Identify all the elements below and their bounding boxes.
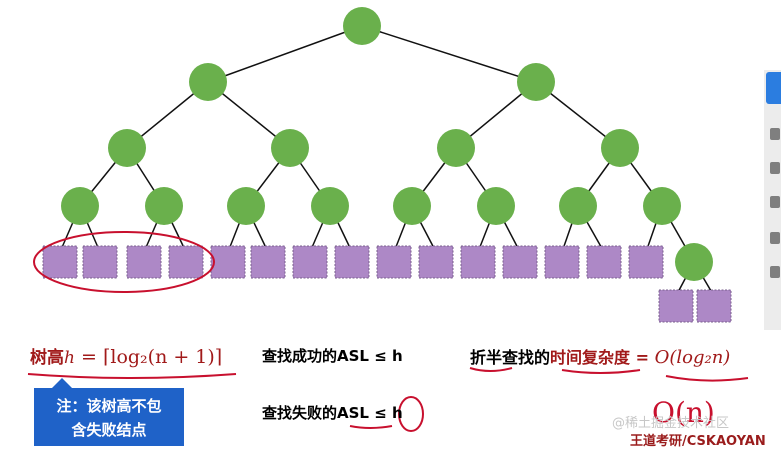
internal-node <box>559 187 597 225</box>
internal-node <box>437 129 475 167</box>
side-toolbar-active-button[interactable] <box>766 72 781 104</box>
failure-node <box>126 245 162 279</box>
failure-node <box>658 289 694 323</box>
tree-height-formula: 树高h = ⌈log₂(n + 1)⌉ <box>30 343 222 368</box>
failure-node <box>696 289 732 323</box>
underline-height <box>27 373 237 379</box>
site-watermark: @稀土掘金技术社区 <box>612 416 730 431</box>
brand-watermark: 王道考研/CSKAOYAN <box>630 434 766 449</box>
internal-node <box>643 187 681 225</box>
note-pointer <box>52 378 72 388</box>
failure-node <box>544 245 580 279</box>
underline-binary-search <box>469 367 513 372</box>
internal-node <box>108 129 146 167</box>
complexity-prefix: 折半查找的 <box>470 348 551 367</box>
internal-node <box>477 187 515 225</box>
internal-node <box>271 129 309 167</box>
failure-node <box>418 245 454 279</box>
height-note: 注：该树高不包 含失败结点 <box>34 388 184 446</box>
internal-node <box>311 187 349 225</box>
failure-node <box>460 245 496 279</box>
complexity-expression: O(log₂n) <box>654 347 731 368</box>
internal-node <box>343 7 381 45</box>
complexity-label: 时间复杂度 <box>550 348 631 367</box>
asl-failure-main: ASL ≤ h <box>337 404 403 422</box>
failure-node <box>502 245 538 279</box>
asl-failure-text: 查找失败的ASL ≤ h <box>262 402 403 423</box>
internal-node <box>189 63 227 101</box>
internal-node <box>601 129 639 167</box>
highlight-ellipse <box>33 231 215 293</box>
time-complexity-formula: 折半查找的时间复杂度 = O(log₂n) <box>470 344 730 368</box>
toolbar-icon-3[interactable] <box>770 196 780 208</box>
toolbar-icon-4[interactable] <box>770 232 780 244</box>
failure-node <box>42 245 78 279</box>
internal-node <box>675 243 713 281</box>
failure-node <box>586 245 622 279</box>
failure-node <box>250 245 286 279</box>
handwritten-complexity: O(n) <box>652 396 715 429</box>
toolbar-icon-1[interactable] <box>770 128 780 140</box>
failure-node <box>168 245 204 279</box>
toolbar-icon-5[interactable] <box>770 266 780 278</box>
tree-edge <box>207 25 363 83</box>
complexity-equals: = <box>630 348 655 367</box>
failure-node <box>292 245 328 279</box>
underline-complexity <box>561 369 641 374</box>
underline-asl <box>349 425 393 429</box>
tree-height-expression: = ⌈log₂(n + 1)⌉ <box>74 346 223 368</box>
failure-node <box>334 245 370 279</box>
internal-node <box>393 187 431 225</box>
asl-success-text: 查找成功的ASL ≤ h <box>262 347 403 365</box>
asl-failure-prefix: 查找失败的 <box>262 404 338 422</box>
internal-node <box>517 63 555 101</box>
tree-height-variable: h <box>64 348 75 368</box>
note-line-2: 含失败结点 <box>71 421 147 439</box>
tree-height-label: 树高 <box>30 348 64 368</box>
underline-complexity-expr <box>665 375 749 382</box>
toolbar-icon-2[interactable] <box>770 162 780 174</box>
circle-h <box>398 396 424 432</box>
internal-node <box>227 187 265 225</box>
failure-node <box>628 245 664 279</box>
note-line-1: 注：该树高不包 <box>56 397 162 415</box>
internal-node <box>61 187 99 225</box>
failure-node <box>82 245 118 279</box>
failure-node <box>210 245 246 279</box>
internal-node <box>145 187 183 225</box>
failure-node <box>376 245 412 279</box>
tree-edge <box>361 25 537 83</box>
